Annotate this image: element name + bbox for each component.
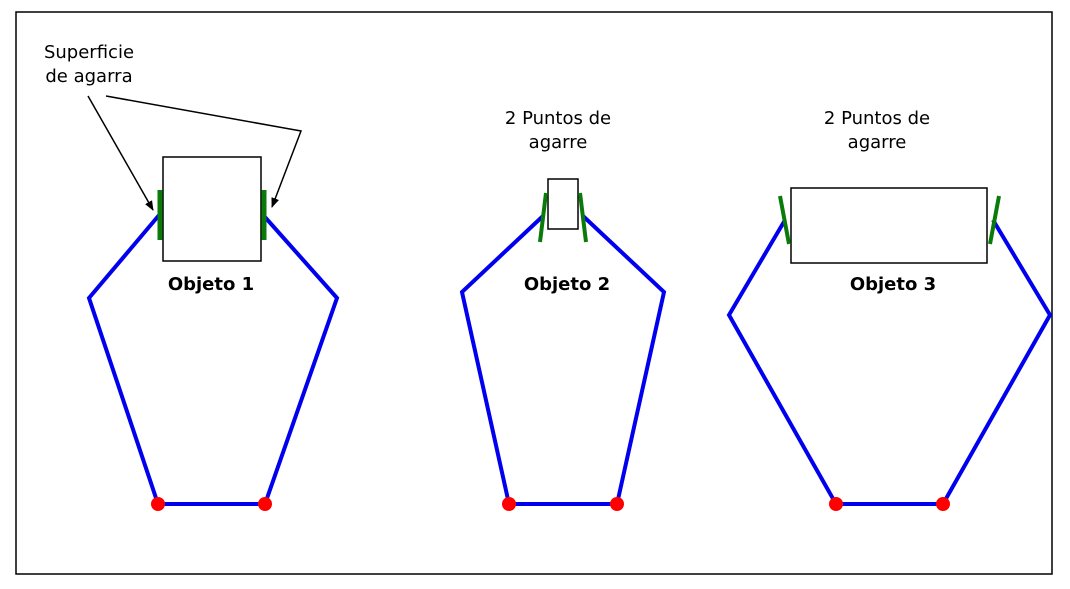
gripper-2-right-joint [610,497,624,511]
gripper-3-left-joint [829,497,843,511]
gripper-1-arms [86,212,340,506]
surface-arrow-left [87,95,154,211]
object-3-box [790,187,988,264]
gripper-3-right-joint [936,497,950,511]
gripper-1-right-joint [258,497,272,511]
points-label-2-line2: agarre [529,132,588,153]
points-label-3-line2: agarre [848,132,907,153]
surface-label-line2: de agarra [45,66,132,87]
object-3-label: Objeto 3 [850,274,936,295]
object-1-label: Objeto 1 [168,274,254,295]
gripper-2-right-pad [578,192,588,243]
points-label-2-line1: 2 Puntos de [505,108,611,129]
gripper-2: Objeto 2 [459,178,667,511]
object-1-box [162,156,262,262]
surface-arrow-right [105,95,303,208]
gripper-2-left-joint [502,497,516,511]
gripper-1-left-joint [151,497,165,511]
gripper-2-arms [459,214,667,506]
diagram-frame [15,11,1053,575]
gripper-3-left-pad [778,195,791,245]
gripper-2-left-pad [538,192,548,243]
points-label-3-line1: 2 Puntos de [824,108,930,129]
gripper-3: Objeto 3 [726,187,1053,511]
object-2-box [547,178,579,230]
surface-label-line1: Superficie [44,42,134,63]
gripper-3-arms [726,218,1053,506]
gripper-1: Objeto 1 [86,156,340,511]
object-2-label: Objeto 2 [524,274,610,295]
gripper-3-right-pad [988,195,1001,245]
